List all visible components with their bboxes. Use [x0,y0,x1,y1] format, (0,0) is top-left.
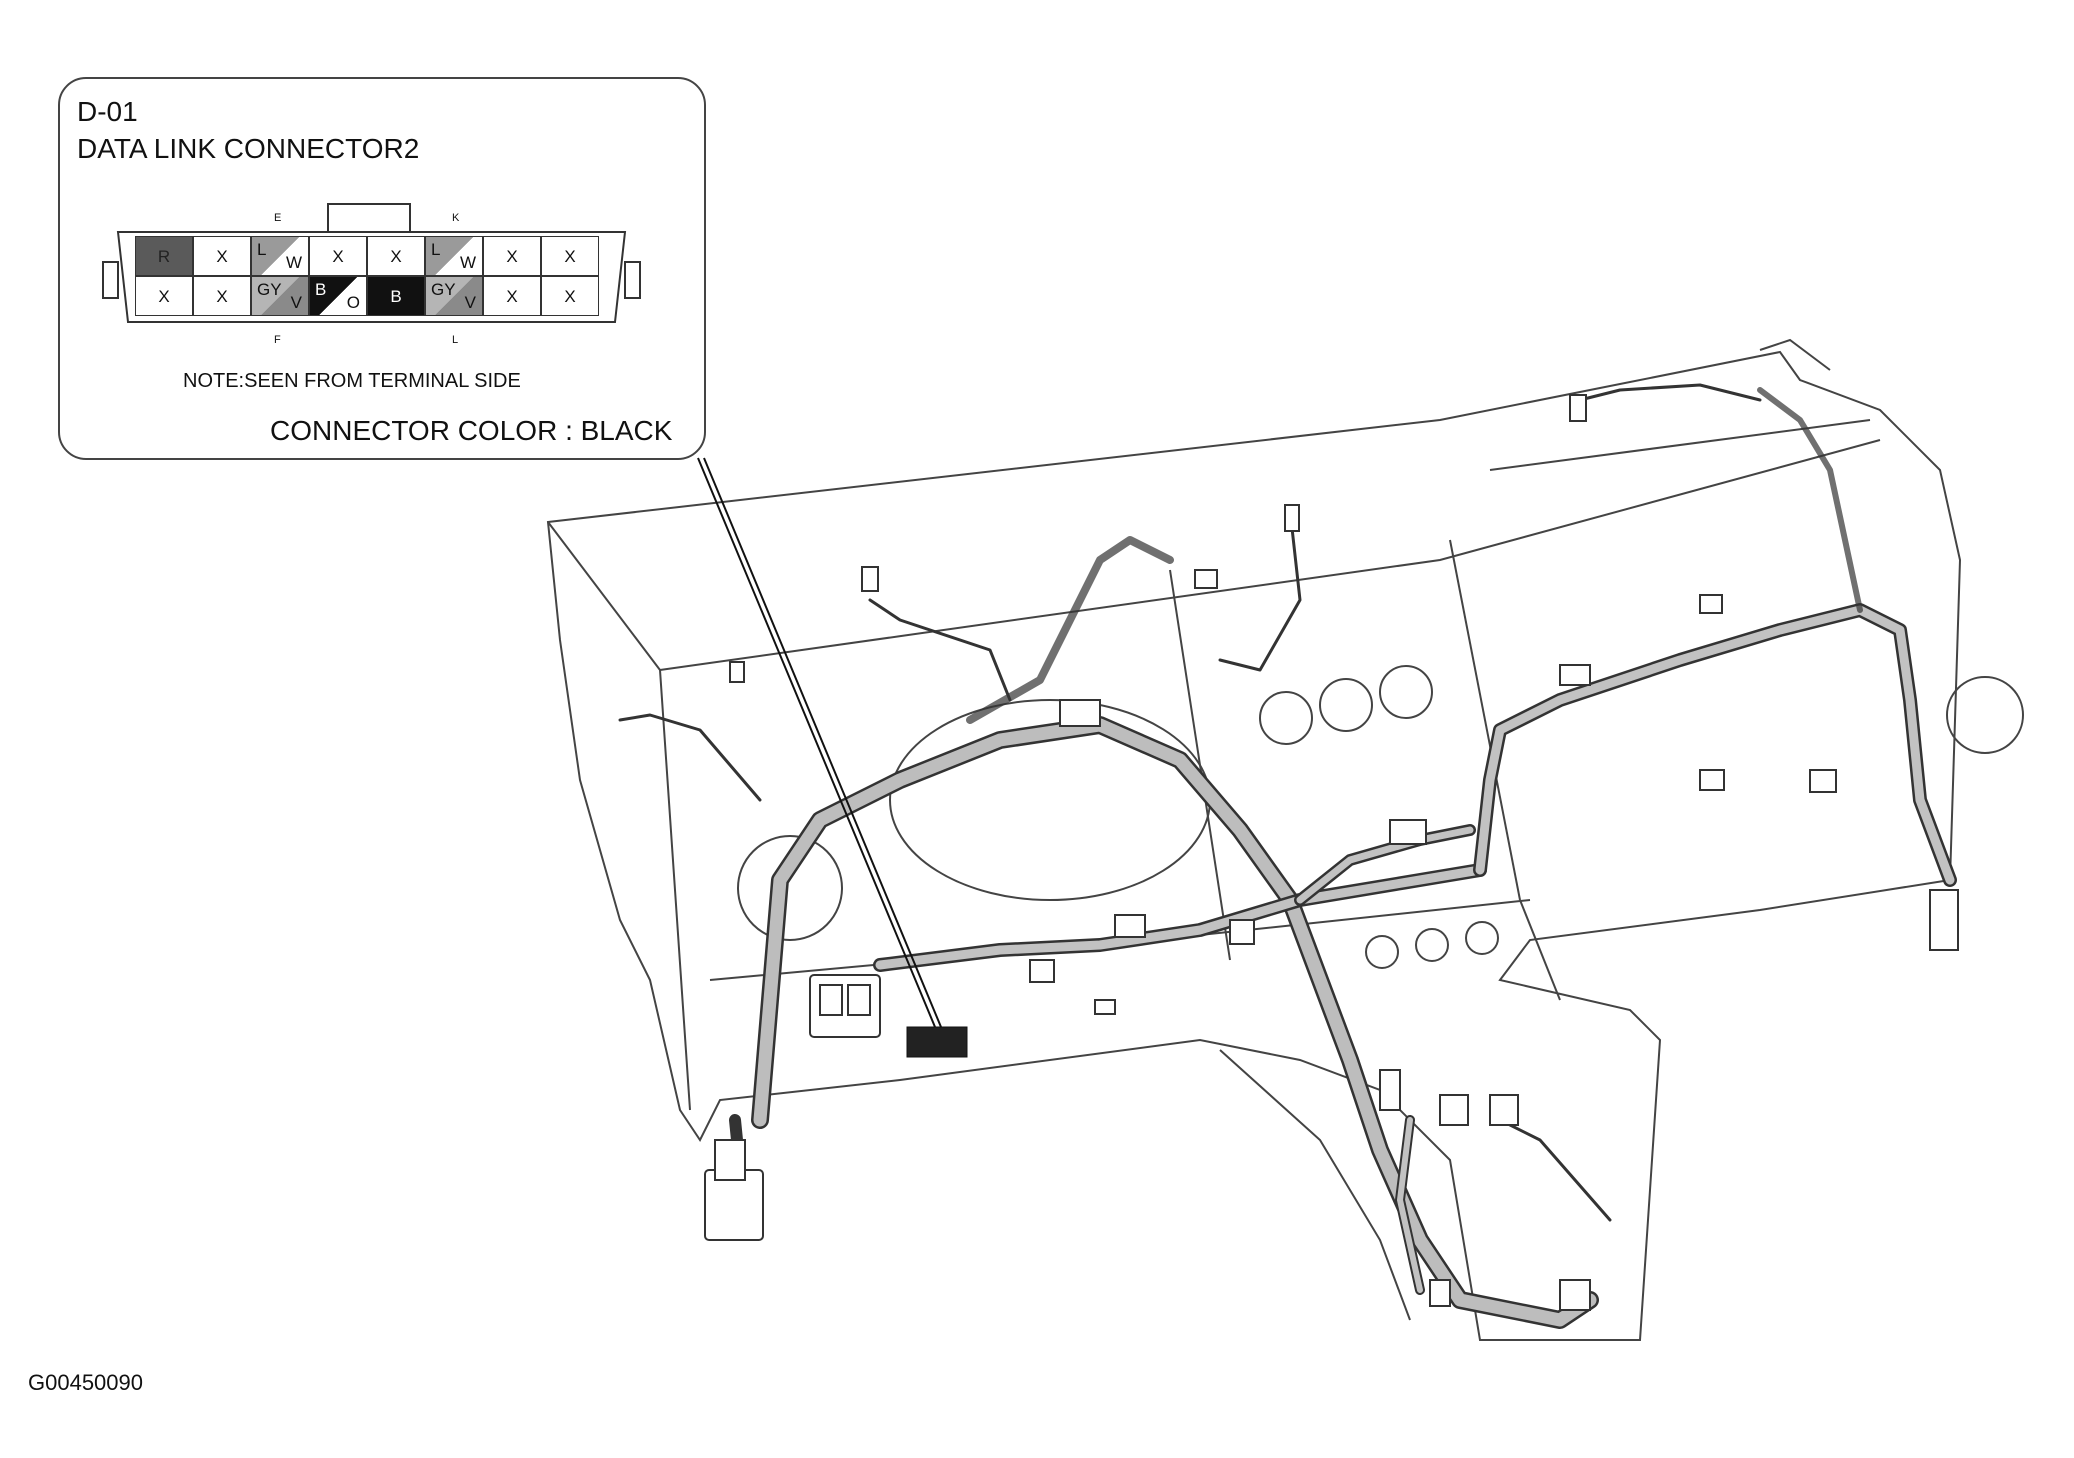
connector-pin-cell: X [135,276,193,316]
pin-wire-color-secondary: W [285,253,302,272]
figure-id: G00450090 [28,1370,143,1395]
connector-pin-cell: R [135,236,193,276]
data-link-connector-location [906,1026,968,1058]
pin-label-k: K [452,212,460,224]
pin-wire-color: X [390,247,402,266]
connector-pin-cell: X [193,276,251,316]
pin-label-l: L [452,334,459,346]
connector-pin-cell: X [193,236,251,276]
connector-pin-cell: X [541,236,599,276]
pin-wire-color: B [390,287,402,306]
leader-line [697,457,942,1028]
connector-pin-cell: X [367,236,425,276]
pin-label-e: E [274,212,282,224]
pin-wire-color: X [506,247,518,266]
harness-connectors [704,394,1959,1311]
connector-pin-cell: X [541,276,599,316]
gauge-openings [737,665,2024,969]
pin-wire-color: X [564,247,576,266]
pin-wire-color: X [332,247,344,266]
wire-harness [618,383,1957,1329]
pin-wire-color: L [257,240,267,259]
pin-wire-color-secondary: V [290,293,302,312]
connector-pin-cell: V GY [425,276,483,316]
connector-name: DATA LINK CONNECTOR2 [77,133,420,164]
pin-wire-color: X [216,247,228,266]
connector-pin-cell: X [483,276,541,316]
connector-pin-cell: X [483,236,541,276]
connector-pin-cell: V GY [251,276,309,316]
pin-wire-color: L [431,240,441,259]
pin-wire-color: X [216,287,228,306]
connector-pin-cell: B [367,276,425,316]
connector-code: D-01 [77,96,138,127]
pin-wire-color-secondary: V [464,293,476,312]
pin-wire-color: B [315,280,327,299]
pin-wire-color: X [564,287,576,306]
pin-wire-color: R [157,247,171,266]
pin-wire-color: X [158,287,170,306]
pin-wire-color: GY [431,280,456,299]
pin-wire-color: X [506,287,518,306]
pin-wire-color-secondary: O [346,293,360,312]
connector-color-text: CONNECTOR COLOR : BLACK [270,415,673,446]
connector-pin-cell: X [309,236,367,276]
connector-note: NOTE:SEEN FROM TERMINAL SIDE [183,370,521,392]
pin-wire-color: GY [257,280,282,299]
pin-wire-color-secondary: W [459,253,476,272]
pin-label-f: F [274,334,281,346]
